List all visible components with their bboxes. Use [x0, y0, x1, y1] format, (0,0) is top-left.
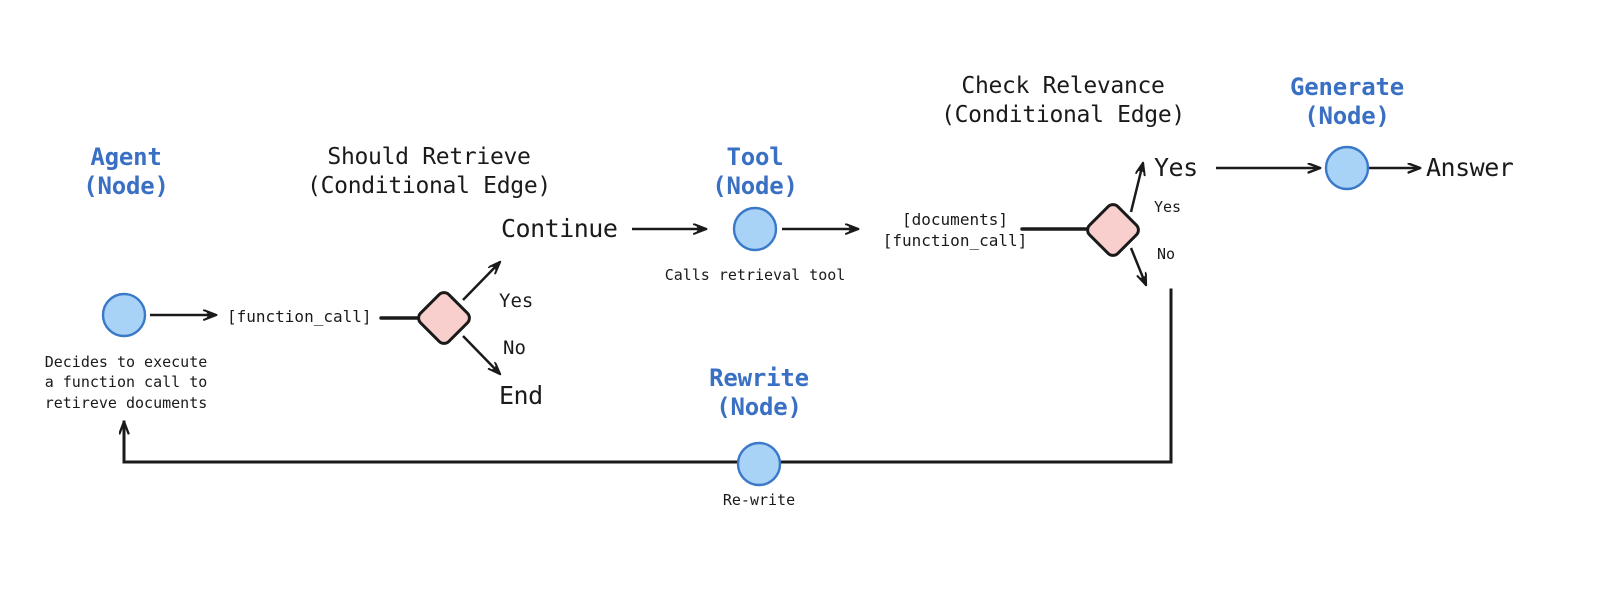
node-rewrite-subtitle: (Node) [716, 393, 802, 421]
branch-label-no-should-retrieve: No [503, 337, 526, 359]
node-agent-subtitle: (Node) [83, 172, 169, 200]
edge-should-retrieve-title: Should Retrieve [327, 144, 531, 170]
edge-check-relevance-yes [1129, 163, 1143, 213]
node-rewrite-caption: Re-write [722, 491, 796, 509]
edge-should-retrieve-yes [462, 262, 500, 301]
node-generate-circle[interactable] [1324, 145, 1370, 191]
node-rewrite-title: Rewrite [709, 364, 809, 392]
label-end: End [499, 381, 543, 410]
label-continue: Continue [501, 214, 618, 243]
edge-check-relevance-title: Check Relevance [961, 73, 1165, 99]
label-yes-target: Yes [1154, 153, 1198, 182]
decision-check-relevance-diamond[interactable] [1085, 202, 1142, 259]
node-tool-caption: Calls retrieval tool [664, 266, 846, 284]
branch-label-yes-check-relevance: Yes [1154, 198, 1182, 216]
node-agent-caption: Decides to execute a function call to re… [44, 353, 208, 412]
label-function-call-input: [function_call] [227, 307, 372, 326]
branch-label-no-check-relevance: No [1157, 245, 1176, 263]
label-documents-function-call-input: [documents] [function_call] [882, 210, 1028, 250]
node-generate-subtitle: (Node) [1304, 102, 1390, 130]
label-answer: Answer [1426, 153, 1514, 182]
node-tool-title: Tool [726, 143, 784, 171]
edge-check-relevance-subtitle: (Conditional Edge) [941, 102, 1185, 128]
node-agent-title: Agent [90, 143, 162, 171]
node-generate-title: Generate [1290, 73, 1404, 101]
edge-should-retrieve-no [462, 335, 500, 374]
branch-label-yes-should-retrieve: Yes [499, 290, 534, 312]
edge-should-retrieve-subtitle: (Conditional Edge) [307, 173, 551, 199]
decision-should-retrieve-diamond[interactable] [416, 290, 473, 347]
edge-rewrite-feedback-loop [124, 288, 1173, 464]
node-rewrite-circle[interactable] [736, 441, 782, 487]
node-tool-circle[interactable] [732, 206, 778, 252]
edge-check-relevance-no [1129, 247, 1148, 285]
node-tool-subtitle: (Node) [712, 172, 798, 200]
node-agent-circle[interactable] [101, 292, 147, 338]
